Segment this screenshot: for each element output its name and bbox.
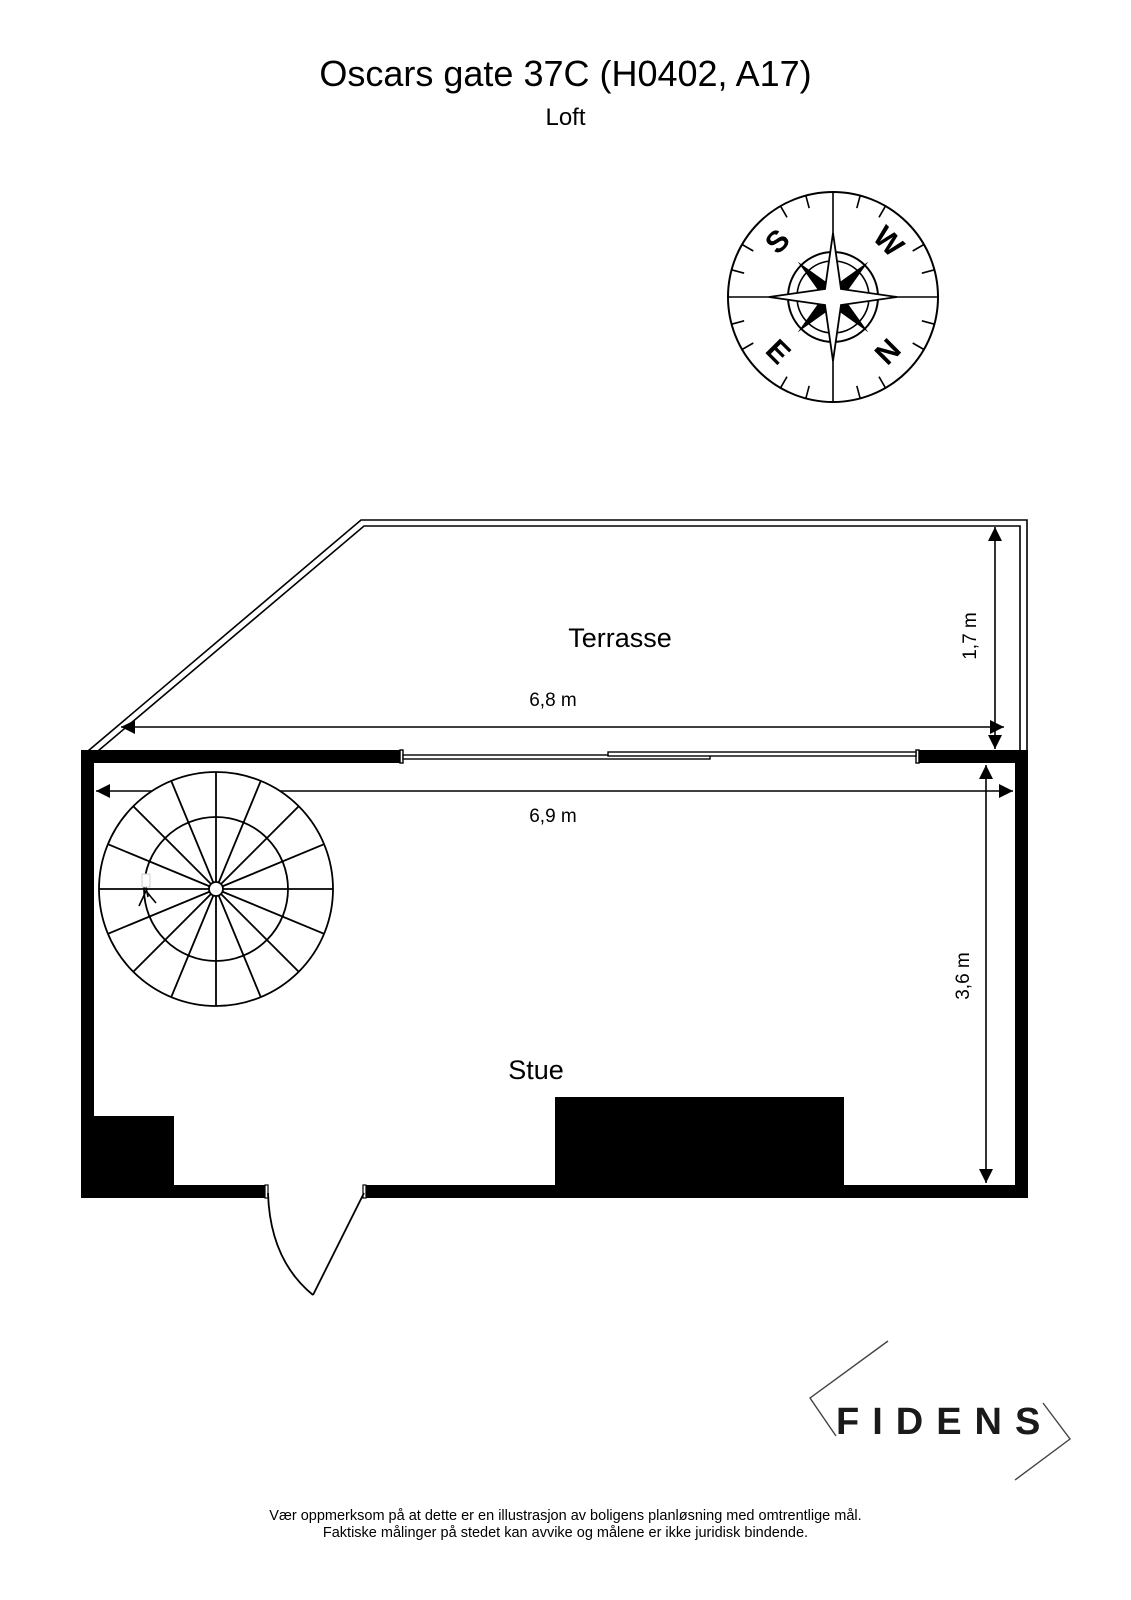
terrace-sliding-door[interactable] [399, 749, 920, 764]
stair-treads [99, 772, 333, 1006]
entrance-door[interactable] [264, 1184, 367, 1296]
walls [81, 750, 1028, 1198]
disclaimer-line-1: Vær oppmerksom på at dette er en illustr… [269, 1508, 862, 1524]
door-swing-arc [267, 1192, 314, 1296]
disclaimer-line-2: Faktiske målinger på stedet kan avvike o… [322, 1525, 809, 1541]
disclaimer: Vær oppmerksom på at dette er en illustr… [0, 1508, 1131, 1542]
terrace-outline [87, 519, 1028, 752]
compass-rose-icon: N S E W [727, 191, 939, 403]
compass-ticks [728, 192, 938, 402]
room-label-stue: Stue [508, 1055, 564, 1085]
spiral-staircase-icon[interactable] [98, 771, 334, 1007]
room-label-terrasse: Terrasse [568, 623, 672, 653]
compass-diagonal-points [797, 261, 869, 333]
door-leaf [312, 1192, 365, 1296]
chimney-block [81, 1116, 174, 1198]
plan-title: Oscars gate 37C (H0402, A17) [319, 53, 812, 94]
fidens-logo: FIDENS [809, 1340, 1071, 1481]
dimension-label-terrasse-width: 6,8 m [529, 690, 577, 711]
stair-direction-arrow-icon [138, 886, 157, 907]
logo-text: FIDENS [836, 1401, 1053, 1443]
dimension-label-stue-width: 6,9 m [529, 806, 577, 827]
floor-label: Loft [545, 104, 586, 131]
dimension-label-stue-depth: 3,6 m [953, 952, 974, 1000]
dimension-label-terrasse-depth: 1,7 m [960, 612, 981, 660]
compass-star [768, 232, 898, 362]
built-in-block [555, 1097, 844, 1198]
